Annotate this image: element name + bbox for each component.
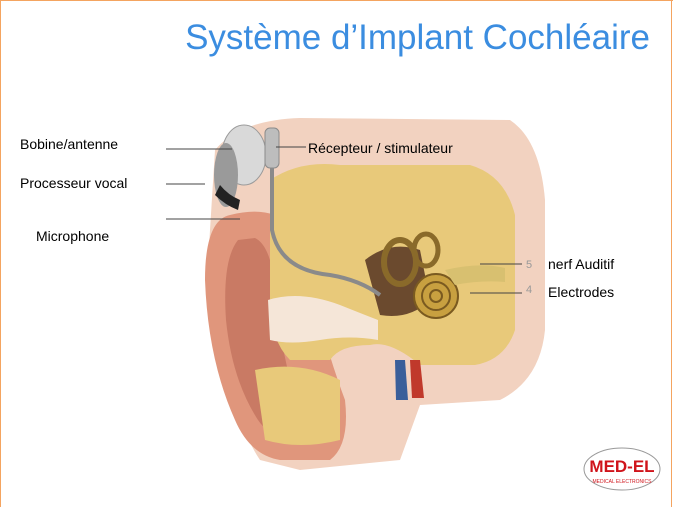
label-processor: Processeur vocal xyxy=(20,175,127,191)
label-nerve: nerf Auditif xyxy=(548,256,614,272)
logo-subtext: MEDICAL ELECTRONICS xyxy=(593,479,653,485)
logo-text: MED-EL xyxy=(589,457,654,476)
receiver-stimulator xyxy=(265,128,279,168)
label-microphone: Microphone xyxy=(36,228,109,244)
cochlea xyxy=(414,274,458,318)
number-electrodes: 4 xyxy=(526,284,532,296)
label-electrodes: Electrodes xyxy=(548,284,614,300)
number-nerve: 5 xyxy=(526,259,532,271)
lower-bone xyxy=(255,367,340,445)
label-coil: Bobine/antenne xyxy=(20,136,118,152)
medel-logo: MED-EL MEDICAL ELECTRONICS xyxy=(582,446,662,492)
label-receiver: Récepteur / stimulateur xyxy=(308,140,453,156)
